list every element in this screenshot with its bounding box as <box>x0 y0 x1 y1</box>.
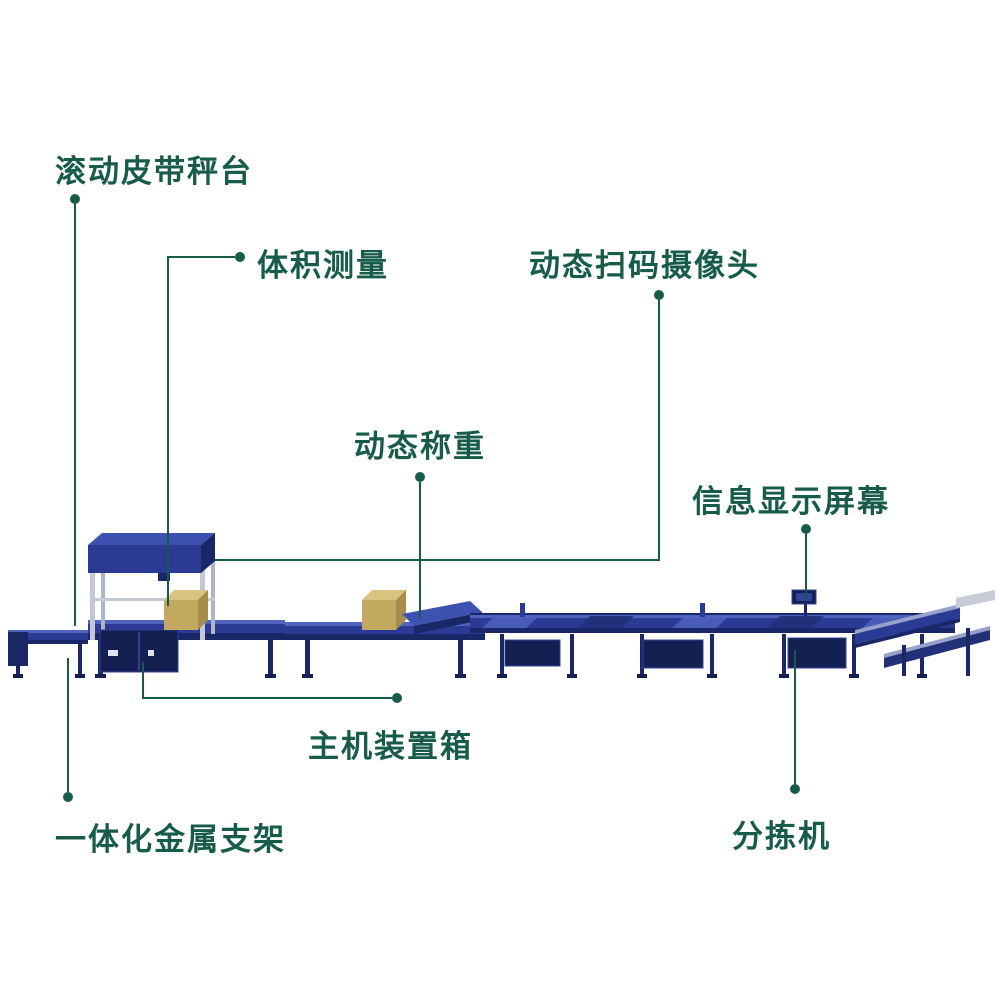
info-display-screen <box>791 589 817 616</box>
sorting-machine <box>8 533 995 678</box>
weighing-conveyor <box>285 622 485 678</box>
label-sorter: 分拣机 <box>732 819 831 854</box>
infeed-conveyor <box>8 630 88 678</box>
parcel-box-1 <box>164 590 208 630</box>
label-volume-measurement: 体积测量 <box>257 248 389 283</box>
leader-dynamic-weighing <box>415 472 425 618</box>
leader-sorter <box>790 650 800 794</box>
sorter-line <box>470 603 955 678</box>
leader-metal-frame <box>63 658 73 802</box>
leader-scan-camera <box>215 290 664 561</box>
label-info-screen: 信息显示屏幕 <box>692 484 890 519</box>
leader-main-unit-box <box>142 662 402 703</box>
end-chutes <box>855 590 995 676</box>
camera-housing <box>88 533 215 581</box>
label-dynamic-weighing: 动态称重 <box>354 429 486 464</box>
leader-lines <box>63 194 811 802</box>
label-main-unit-box: 主机装置箱 <box>308 729 473 764</box>
leader-volume-measurement <box>167 252 245 606</box>
label-metal-frame: 一体化金属支架 <box>55 822 286 857</box>
scanner-head <box>158 573 170 581</box>
main-unit-cabinet <box>99 629 179 673</box>
merge-conveyor <box>402 601 482 634</box>
label-rolling-belt-scale: 滚动皮带秤台 <box>55 154 253 189</box>
parcel-box-2 <box>362 590 406 630</box>
leader-info-screen <box>801 524 811 600</box>
label-scan-camera: 动态扫码摄像头 <box>529 248 760 283</box>
leader-rolling-belt-scale <box>70 194 80 626</box>
